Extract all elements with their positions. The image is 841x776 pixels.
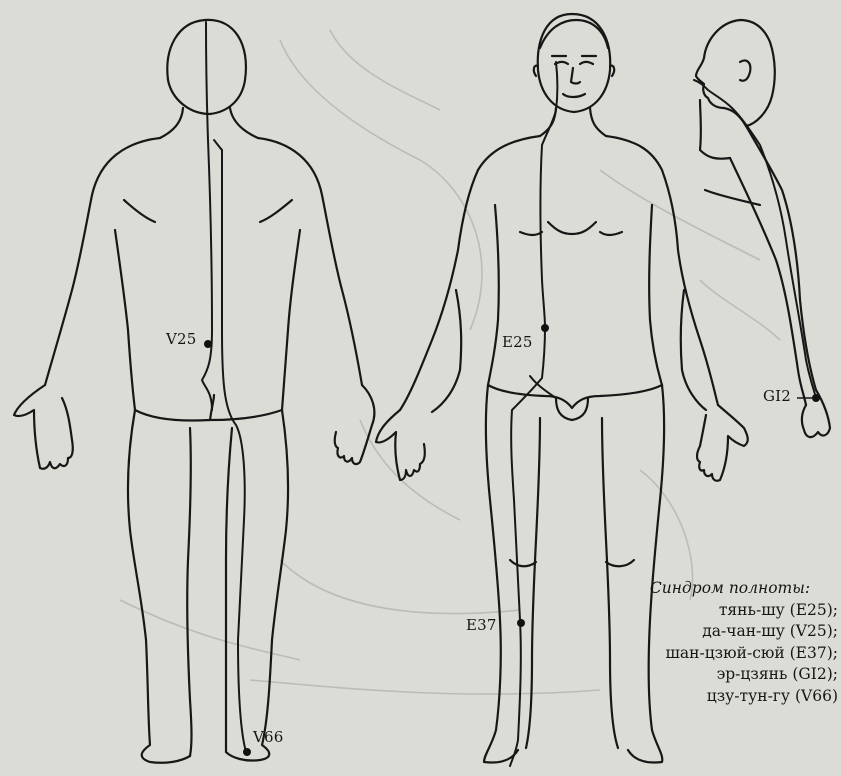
point-v66-label: V66 <box>253 728 284 746</box>
point-e25-label: E25 <box>502 333 533 351</box>
back-meridian-line <box>202 22 246 752</box>
syndrome-legend: Синдром полноты: тянь-шу (E25); да-чан-ш… <box>612 578 840 707</box>
back-view-figure <box>14 20 374 763</box>
legend-title: Синдром полноты: <box>612 578 840 600</box>
profile-meridian-line <box>694 80 816 398</box>
point-e37-marker <box>517 619 525 627</box>
legend-item-e25: тянь-шу (E25); <box>612 600 840 622</box>
legend-item-gi2: эр-цзянь (GI2); <box>612 664 840 686</box>
point-v66-marker <box>243 748 251 756</box>
front-meridian-line <box>510 62 558 766</box>
legend-item-v66: цзу-тун-гу (V66) <box>612 686 840 708</box>
point-e37-label: E37 <box>466 616 497 634</box>
point-v25-label: V25 <box>166 330 197 348</box>
legend-item-e37: шан-цзюй-сюй (E37); <box>612 643 840 665</box>
point-gi2-label: GI2 <box>763 387 791 405</box>
point-e25-marker <box>541 324 549 332</box>
legend-item-v25: да-чан-шу (V25); <box>612 621 840 643</box>
point-v25-marker <box>204 340 212 348</box>
